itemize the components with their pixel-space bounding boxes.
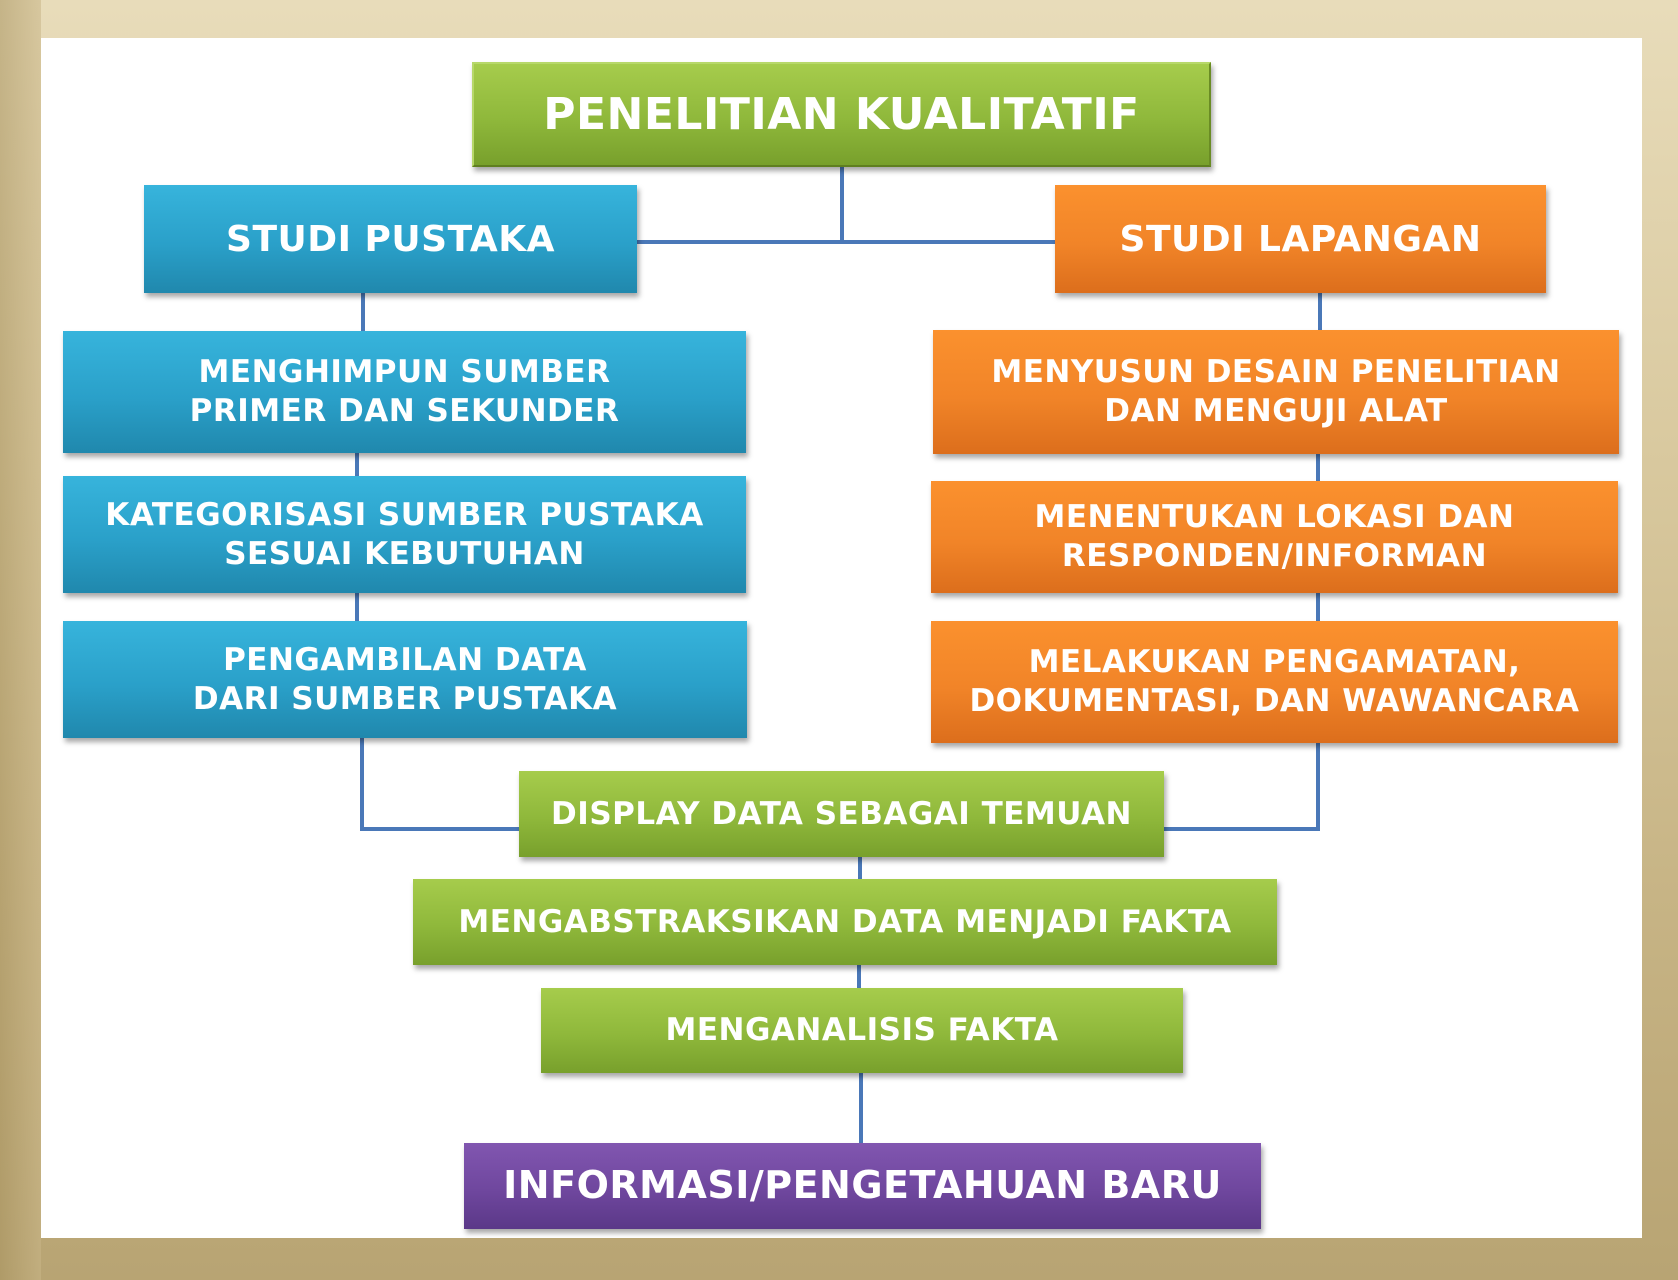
step-label: DISPLAY DATA SEBAGAI TEMUAN bbox=[551, 795, 1132, 832]
right-step-2: MENENTUKAN LOKASI DAN RESPONDEN/INFORMAN bbox=[931, 481, 1618, 593]
connector-left-3 bbox=[355, 593, 359, 621]
diagram-title-box: PENELITIAN KUALITATIF bbox=[472, 62, 1211, 167]
step-line: MENYUSUN DESAIN PENELITIAN bbox=[991, 354, 1561, 391]
step-line: MELAKUKAN PENGAMATAN, bbox=[1028, 644, 1521, 681]
connector-left-1 bbox=[361, 293, 365, 331]
step-line: RESPONDEN/INFORMAN bbox=[1061, 538, 1488, 574]
connector-branch-horizontal bbox=[637, 240, 1056, 244]
connector-left-2 bbox=[355, 453, 359, 477]
background-texture bbox=[0, 0, 41, 1280]
step-line: MENENTUKAN LOKASI DAN bbox=[1034, 499, 1515, 536]
merged-step-analisis: MENGANALISIS FAKTA bbox=[541, 988, 1183, 1073]
connector-left-elbow-vertical bbox=[360, 738, 364, 831]
left-step-1: MENGHIMPUN SUMBER PRIMER DAN SEKUNDER bbox=[63, 331, 746, 453]
step-line: PENGAMBILAN DATA bbox=[223, 641, 587, 678]
connector-right-1 bbox=[1318, 293, 1322, 331]
merged-step-abstraksi: MENGABSTRAKSIKAN DATA MENJADI FAKTA bbox=[413, 879, 1277, 965]
branch-heading-studi-pustaka: STUDI PUSTAKA bbox=[144, 185, 637, 293]
result-label: INFORMASI/PENGETAHUAN BARU bbox=[503, 1163, 1222, 1208]
connector-right-elbow-horizontal bbox=[1164, 827, 1320, 831]
right-step-3: MELAKUKAN PENGAMATAN, DOKUMENTASI, DAN W… bbox=[931, 621, 1618, 743]
step-label: MENGABSTRAKSIKAN DATA MENJADI FAKTA bbox=[458, 903, 1232, 940]
connector-right-2 bbox=[1316, 454, 1320, 481]
step-line: PRIMER DAN SEKUNDER bbox=[189, 393, 620, 429]
right-step-1: MENYUSUN DESAIN PENELITIAN DAN MENGUJI A… bbox=[933, 330, 1619, 454]
result-box: INFORMASI/PENGETAHUAN BARU bbox=[464, 1143, 1261, 1229]
step-line: DARI SUMBER PUSTAKA bbox=[192, 680, 618, 717]
connector-left-elbow-horizontal bbox=[360, 827, 520, 831]
left-step-2: KATEGORISASI SUMBER PUSTAKA SESUAI KEBUT… bbox=[63, 476, 746, 593]
branch-heading-studi-lapangan: STUDI LAPANGAN bbox=[1055, 185, 1546, 293]
connector-right-3 bbox=[1316, 593, 1320, 621]
left-step-3: PENGAMBILAN DATA DARI SUMBER PUSTAKA bbox=[63, 621, 747, 738]
step-line: DAN MENGUJI ALAT bbox=[1104, 393, 1448, 429]
diagram-title: PENELITIAN KUALITATIF bbox=[543, 89, 1140, 140]
branch-heading-label: STUDI PUSTAKA bbox=[226, 218, 555, 260]
connector-to-result bbox=[859, 1073, 863, 1143]
step-label: MENGANALISIS FAKTA bbox=[665, 1012, 1059, 1049]
connector-right-elbow-vertical bbox=[1316, 743, 1320, 831]
step-line: SESUAI KEBUTUHAN bbox=[224, 535, 585, 572]
connector-title-down bbox=[840, 167, 844, 243]
connector-merged-2 bbox=[857, 965, 861, 988]
step-line: KATEGORISASI SUMBER PUSTAKA bbox=[105, 496, 704, 533]
branch-heading-label: STUDI LAPANGAN bbox=[1119, 218, 1482, 260]
step-line: DOKUMENTASI, DAN WAWANCARA bbox=[969, 683, 1580, 719]
step-line: MENGHIMPUN SUMBER bbox=[198, 354, 611, 391]
merged-step-display-data: DISPLAY DATA SEBAGAI TEMUAN bbox=[519, 771, 1164, 857]
connector-merged-1 bbox=[858, 857, 862, 879]
